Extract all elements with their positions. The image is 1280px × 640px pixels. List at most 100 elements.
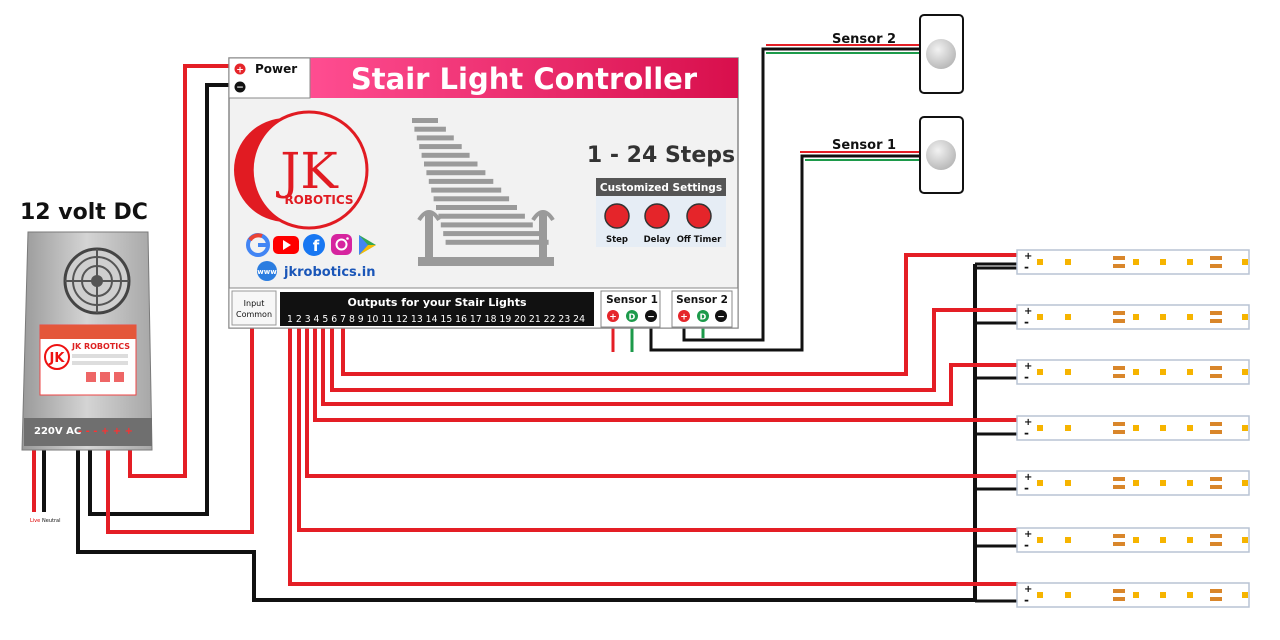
sensor2-ground-wire xyxy=(682,47,920,342)
resistor xyxy=(1210,485,1222,489)
sensor-2-label: Sensor 2 xyxy=(832,32,896,47)
resistor xyxy=(1113,597,1125,601)
outputs-terminal: Outputs for your Stair Lights 1 2 3 4 5 … xyxy=(280,292,594,326)
logo-robotics: ROBOTICS xyxy=(284,193,353,207)
led-chip xyxy=(1065,480,1071,486)
globe-icon: www xyxy=(257,261,277,281)
svg-text:+: + xyxy=(609,313,617,323)
led-chip xyxy=(1187,592,1193,598)
stair-step xyxy=(443,231,541,237)
led-chip xyxy=(1242,480,1248,486)
led-chip xyxy=(1160,537,1166,543)
output-wire xyxy=(341,253,1018,376)
sensor2-minus-pin xyxy=(715,310,727,322)
stair-step xyxy=(433,196,510,202)
power-label: Power xyxy=(255,62,297,76)
fan-grille-icon xyxy=(63,247,131,315)
resistor xyxy=(1113,311,1125,315)
stair-step xyxy=(431,187,502,193)
google-icon xyxy=(246,233,270,257)
svg-text:−: − xyxy=(717,313,725,323)
output-wire xyxy=(305,328,1018,478)
stair-post-left xyxy=(425,214,433,257)
stair-step xyxy=(438,213,525,219)
input-common-terminal: Input Common xyxy=(231,290,277,326)
resistor xyxy=(1113,264,1125,268)
led-chip xyxy=(1160,480,1166,486)
stair-post-right xyxy=(539,214,547,257)
led-chip xyxy=(1065,369,1071,375)
resistor xyxy=(1210,256,1222,260)
step-button[interactable]: Step xyxy=(604,203,630,245)
resistor xyxy=(1113,477,1125,481)
svg-text:D: D xyxy=(700,313,707,322)
resistor xyxy=(1113,430,1125,434)
stair-step xyxy=(436,205,517,210)
strip-minus-label: - xyxy=(1024,370,1029,384)
led-chip xyxy=(1187,314,1193,320)
led-chip xyxy=(1160,259,1166,265)
strip-minus-label: - xyxy=(1024,593,1029,607)
logo-jk: JK xyxy=(275,142,339,200)
resistor xyxy=(1210,366,1222,370)
power-positive-wire xyxy=(128,64,232,478)
strip-minus-label: - xyxy=(1024,260,1029,274)
outputs-title: Outputs for your Stair Lights xyxy=(347,296,527,309)
delay-button[interactable]: Delay xyxy=(644,203,671,245)
step-button-label: Step xyxy=(606,235,628,245)
strip-plus-label: + xyxy=(1024,306,1032,317)
sensor1-plus-pin xyxy=(607,310,619,322)
resistor xyxy=(1113,319,1125,323)
input-label: Input xyxy=(244,299,265,308)
svg-text:+: + xyxy=(680,313,688,323)
stair-step xyxy=(440,222,533,228)
pir-lens-icon xyxy=(926,39,956,69)
strip-minus-label: - xyxy=(1024,315,1029,329)
strip-minus-label: - xyxy=(1024,538,1029,552)
power-minus-icon xyxy=(234,81,246,93)
led-strip: +- xyxy=(1016,304,1250,330)
psu-pins-label: - - - + + + xyxy=(78,426,133,437)
off-timer-button[interactable]: Off Timer xyxy=(677,203,722,245)
sensor-1-label: Sensor 1 xyxy=(832,138,896,153)
resistor xyxy=(1113,422,1125,426)
sensor1-minus-pin xyxy=(645,310,657,322)
resistor xyxy=(1210,319,1222,323)
psu-sticker-badge: JK xyxy=(49,351,66,366)
led-strips: +-+-+-+-+-+-+- xyxy=(1016,249,1250,608)
led-chip xyxy=(1242,314,1248,320)
strip-plus-label: + xyxy=(1024,417,1032,428)
sensor1-terminal-label: Sensor 1 xyxy=(606,294,658,306)
input-common-wire xyxy=(106,328,254,534)
stair-cap-right xyxy=(531,210,555,222)
website-label: jkrobotics.in xyxy=(283,265,375,280)
resistor xyxy=(1210,422,1222,426)
resistor xyxy=(1113,366,1125,370)
resistor xyxy=(1210,589,1222,593)
strip-plus-label: + xyxy=(1024,529,1032,540)
sensor1-ground-wire xyxy=(649,154,920,352)
led-chip xyxy=(1133,314,1139,320)
resistor xyxy=(1210,374,1222,378)
led-chip xyxy=(1065,314,1071,320)
resistor xyxy=(1210,311,1222,315)
resistor xyxy=(1113,589,1125,593)
resistor xyxy=(1210,430,1222,434)
led-strip: +- xyxy=(1016,249,1250,275)
sensor2-terminal-label: Sensor 2 xyxy=(676,294,728,306)
led-strip: +- xyxy=(1016,415,1250,441)
power-supply: 12 volt DC JK JK ROBOTICS 220V AC - - - … xyxy=(20,200,153,524)
stair-step xyxy=(421,152,470,158)
led-chip xyxy=(1065,592,1071,598)
resistor xyxy=(1113,256,1125,260)
resistor xyxy=(1113,534,1125,538)
psu-sticker-brand: JK ROBOTICS xyxy=(71,342,130,351)
sensor-2-device: Sensor 2 xyxy=(832,14,964,94)
play-store-icon xyxy=(359,235,376,255)
led-chip xyxy=(1133,259,1139,265)
led-chip xyxy=(1242,537,1248,543)
led-chip xyxy=(1242,369,1248,375)
stair-step xyxy=(428,178,494,184)
sensor2-data-pin xyxy=(697,310,709,322)
